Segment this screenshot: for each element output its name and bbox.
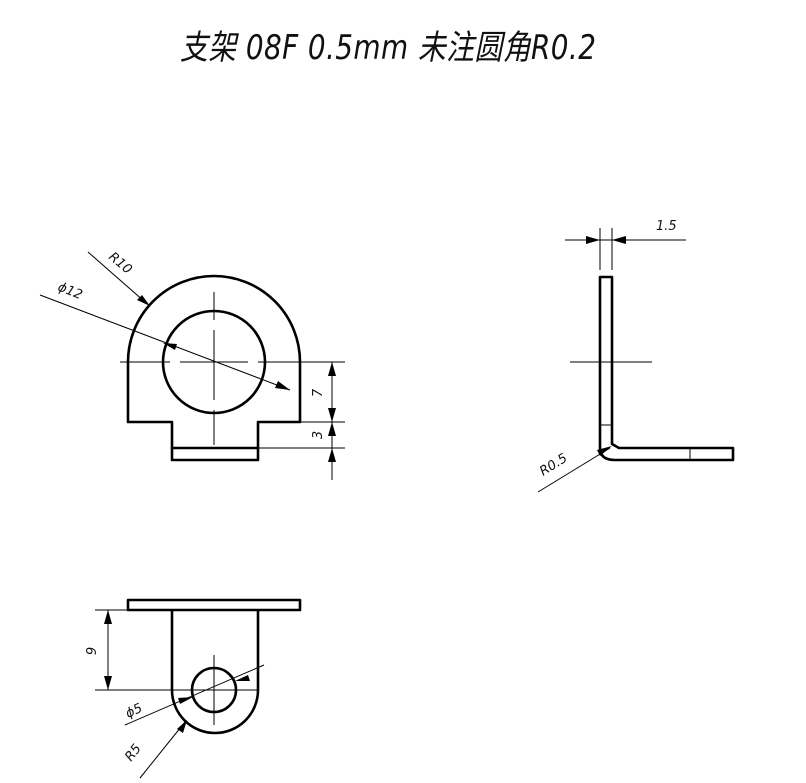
front-view: R10 ϕ12 7 3 bbox=[39, 250, 345, 480]
dim7-arrow-top bbox=[328, 362, 336, 376]
drawing-title: 支架 08F 0.5mm 未注圆角R0.2 bbox=[180, 28, 597, 68]
dim3-arrow bbox=[328, 448, 336, 462]
thk-arrow-left bbox=[586, 236, 600, 244]
thk-arrow-right bbox=[612, 236, 626, 244]
dim9-label: 9 bbox=[85, 647, 100, 655]
thk-label: 1.5 bbox=[656, 219, 677, 234]
dia12-arrow-right bbox=[275, 381, 290, 390]
dim3-label: 3 bbox=[311, 431, 326, 439]
dim7-arrow-bottom bbox=[328, 408, 336, 422]
dia5-arrow-left bbox=[178, 697, 193, 704]
side-view: 1.5 R0.5 bbox=[537, 219, 735, 493]
dim3-arrow-top bbox=[328, 422, 336, 436]
r5-arrow bbox=[177, 720, 187, 733]
dim9-arrow-bottom bbox=[104, 676, 112, 690]
side-outline bbox=[598, 275, 735, 462]
top-view: 9 ϕ5 R5 bbox=[85, 598, 302, 779]
top-tab-outline bbox=[170, 610, 260, 735]
dia5-arrow-right bbox=[235, 675, 250, 681]
r05-arrow bbox=[597, 446, 612, 456]
dim7-label: 7 bbox=[311, 388, 326, 397]
r05-leader bbox=[537, 447, 611, 493]
dia5-leader bbox=[124, 664, 265, 726]
dim9-arrow-top bbox=[104, 610, 112, 624]
dia12-label: ϕ12 bbox=[56, 280, 85, 303]
r5-leader bbox=[139, 721, 186, 779]
r10-leader bbox=[87, 251, 146, 303]
r10-label: R10 bbox=[105, 250, 134, 278]
r10-arrow bbox=[137, 295, 150, 306]
dia5-label: ϕ5 bbox=[123, 701, 145, 722]
r5-label: R5 bbox=[122, 742, 144, 765]
dia12-leader bbox=[39, 294, 291, 391]
top-flange bbox=[126, 598, 302, 612]
dia12-arrow-left bbox=[163, 343, 177, 350]
